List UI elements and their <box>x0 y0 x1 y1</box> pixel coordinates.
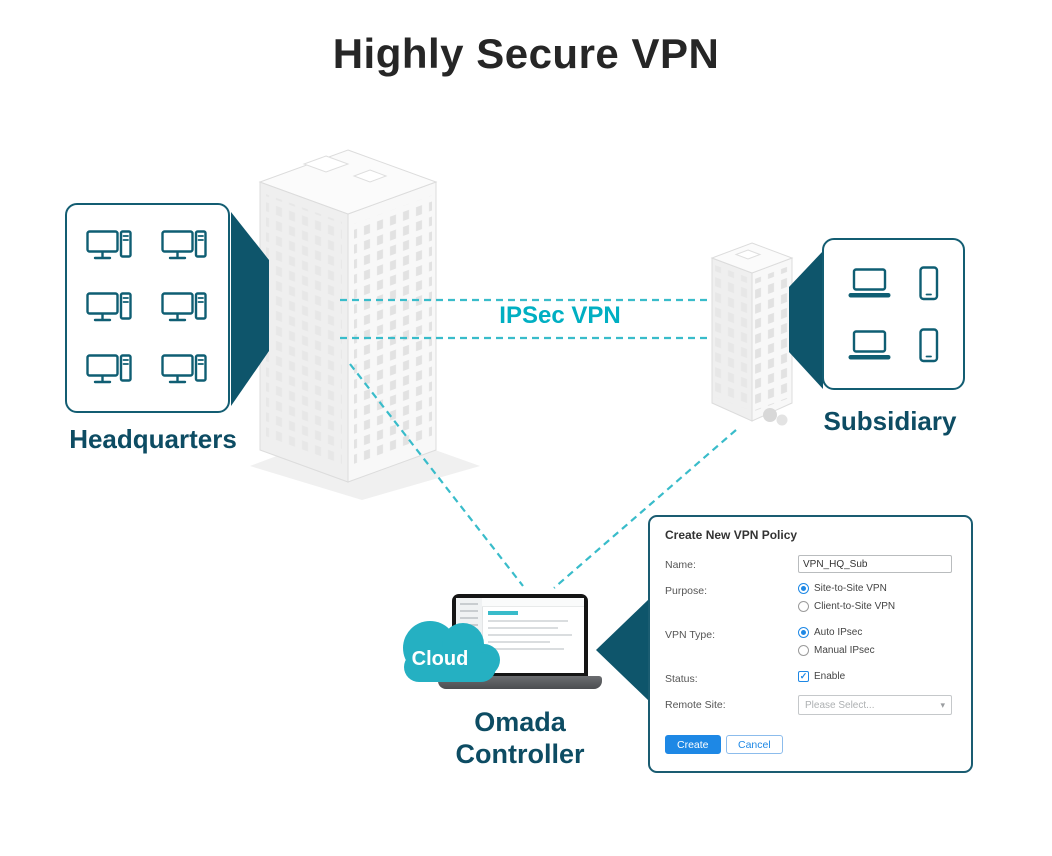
headquarters-label: Headquarters <box>69 424 237 454</box>
cloud-label: Cloud <box>411 648 469 670</box>
radio-client-to-site-vpn[interactable]: Client-to-Site VPN <box>798 601 895 612</box>
dialog-wedge <box>596 599 649 701</box>
subsidiary-wedge <box>789 251 823 389</box>
radio-auto-ipsec[interactable]: Auto IPsec <box>798 627 862 638</box>
laptop-icon <box>846 329 892 361</box>
subsidiary-building <box>710 242 794 426</box>
desktop-icon <box>86 292 132 322</box>
cloud-icon <box>403 621 500 682</box>
subsidiary-devices-box <box>822 238 965 390</box>
hq-to-controller-line <box>349 363 524 587</box>
desktop-icon <box>161 292 207 322</box>
desktop-icon <box>86 354 132 384</box>
status-label: Status: <box>665 673 698 685</box>
subsidiary-to-controller-line <box>553 429 737 589</box>
vpn-type-label: VPN Type: <box>665 629 715 641</box>
name-input[interactable] <box>798 555 952 573</box>
desktop-icon <box>86 230 132 260</box>
cloud: Cloud <box>388 612 510 690</box>
headquarters-building <box>258 149 438 483</box>
headquarters-devices-box <box>65 203 230 413</box>
subsidiary-label: Subsidiary <box>823 406 957 436</box>
radio-selected-icon[interactable] <box>798 627 809 638</box>
radio-label: Client-to-Site VPN <box>814 601 896 612</box>
remote-site-select[interactable]: Please Select... ▾ <box>798 695 952 715</box>
laptop-icon <box>846 267 892 299</box>
controller-label-line1: Omada <box>474 707 566 737</box>
hq-wedge <box>231 212 269 406</box>
purpose-label: Purpose: <box>665 585 708 597</box>
radio-label: Manual IPsec <box>814 645 875 656</box>
phone-icon <box>919 265 939 300</box>
select-placeholder: Please Select... <box>805 699 875 711</box>
phone-icon <box>919 327 939 362</box>
create-vpn-policy-dialog: Create New VPN Policy Name: Purpose: Sit… <box>648 515 973 773</box>
page-title: Highly Secure VPN <box>332 30 720 77</box>
enable-checkbox-row[interactable]: Enable <box>798 671 845 682</box>
cancel-button[interactable]: Cancel <box>726 735 783 754</box>
radio-unselected-icon[interactable] <box>798 601 809 612</box>
omada-controller-label: Omada Controller <box>430 706 610 771</box>
radio-label: Site-to-Site VPN <box>814 583 887 594</box>
ipsec-vpn-label: IPSec VPN <box>499 302 621 329</box>
desktop-icon <box>161 230 207 260</box>
dialog-title: Create New VPN Policy <box>665 528 798 542</box>
radio-site-to-site-vpn[interactable]: Site-to-Site VPN <box>798 583 887 594</box>
checkbox-checked-icon[interactable] <box>798 671 809 682</box>
remote-site-label: Remote Site: <box>665 699 726 711</box>
name-label: Name: <box>665 559 696 571</box>
radio-label: Auto IPsec <box>814 627 863 638</box>
radio-selected-icon[interactable] <box>798 583 809 594</box>
radio-unselected-icon[interactable] <box>798 645 809 656</box>
desktop-icon <box>161 354 207 384</box>
checkbox-label: Enable <box>814 671 846 682</box>
create-button[interactable]: Create <box>665 735 721 754</box>
chevron-down-icon: ▾ <box>940 699 945 710</box>
controller-label-line2: Controller <box>455 739 585 770</box>
radio-manual-ipsec[interactable]: Manual IPsec <box>798 645 875 656</box>
